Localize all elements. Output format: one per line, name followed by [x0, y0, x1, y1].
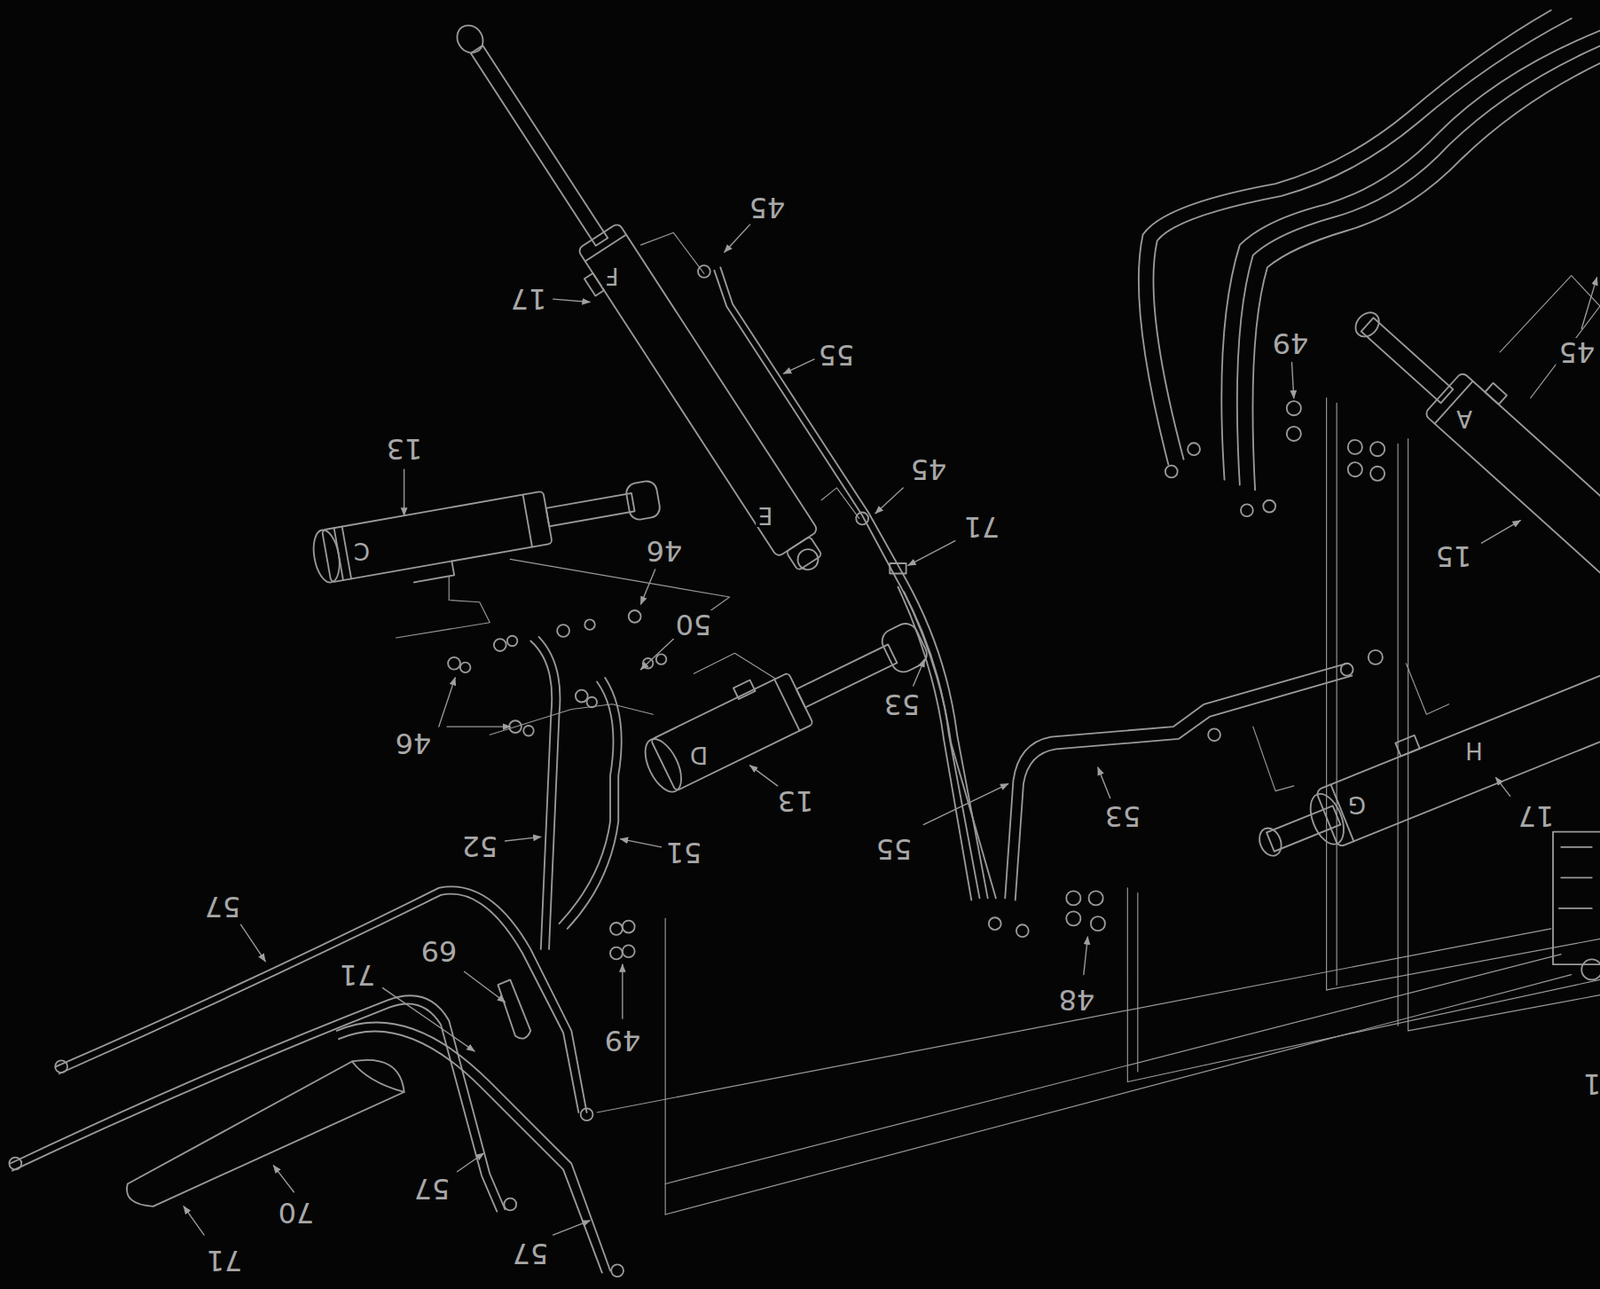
callout-number: 13 [383, 434, 425, 463]
cylinder [1341, 287, 1600, 633]
callout-number: 48 [1055, 985, 1098, 1014]
callout-number: 52 [458, 831, 501, 861]
cylinder [309, 471, 666, 599]
callout-number: 69 [417, 936, 460, 965]
cylinder-letter: E [755, 503, 776, 527]
cylinder-letter: F [603, 264, 622, 288]
callout-number: 57 [410, 1174, 453, 1203]
cylinder-letter: D [687, 743, 711, 767]
callout-number: 50 [673, 610, 715, 639]
callout-number: 57 [201, 892, 244, 921]
callout-number: 55 [872, 834, 915, 863]
callout-number: 45 [908, 454, 950, 484]
callout-number: 13 [775, 786, 817, 816]
callout-number: 53 [881, 690, 924, 719]
callout-leaders [183, 224, 1597, 1235]
callout-number: 46 [392, 729, 435, 758]
callout-number: 71 [960, 512, 1003, 542]
callout-number: 49 [1270, 329, 1312, 358]
cylinder [432, 14, 834, 588]
cylinder-letter: A [1453, 407, 1475, 431]
cylinder [633, 604, 934, 798]
fittings [8, 265, 1385, 1277]
callout-number: 46 [643, 536, 686, 565]
callout-number: 71 [203, 1246, 246, 1275]
cylinder-letter: C [351, 539, 373, 563]
callout-number: 15 [1433, 541, 1475, 571]
callout-number: 45 [746, 193, 789, 222]
callout-number: 1 [1580, 1069, 1600, 1099]
callout-number: 55 [815, 340, 858, 369]
callout-number: 17 [1514, 801, 1557, 831]
callout-number: 53 [1101, 801, 1144, 831]
callout-number: 49 [601, 1026, 644, 1055]
callout-number: 51 [662, 838, 705, 867]
callout-number: 17 [508, 284, 550, 314]
callout-number: 71 [336, 960, 378, 989]
callout-number: 70 [274, 1198, 317, 1227]
cylinder [1244, 639, 1600, 874]
callout-number: 45 [1555, 337, 1598, 367]
cylinder-letter: G [1345, 792, 1369, 816]
cylinder-letter: H [1463, 738, 1487, 762]
callout-number: 57 [509, 1239, 552, 1268]
